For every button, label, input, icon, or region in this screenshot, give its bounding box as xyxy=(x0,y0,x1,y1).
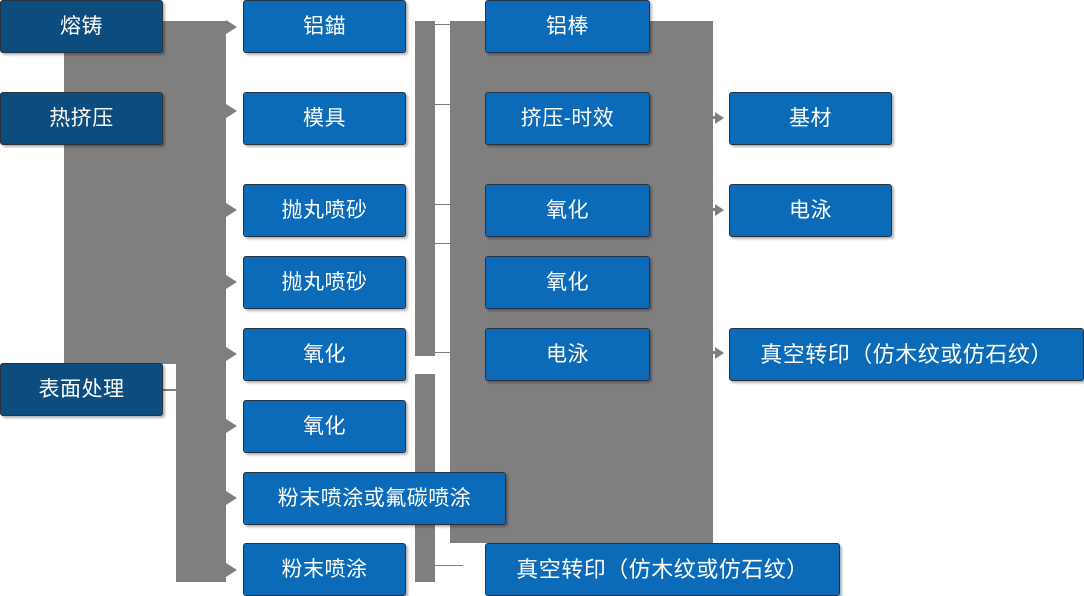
process-box-shot-blasting-1[interactable]: 抛丸喷砂 xyxy=(243,184,406,237)
process-box-label: 铝棒 xyxy=(546,15,589,38)
connector-stage1-to-stage2 xyxy=(68,73,81,83)
product-box-label: 电泳 xyxy=(789,199,832,222)
stage-box-label: 熔铸 xyxy=(60,15,103,38)
process-box-label: 氧化 xyxy=(546,271,589,294)
connector-arrow-c2-7 xyxy=(226,491,237,505)
process-box-oxidation-c2-2[interactable]: 氧化 xyxy=(243,400,406,453)
connector-stage2-to-stage3 xyxy=(68,333,81,343)
stage-box-surface-treatment[interactable]: 表面处理 xyxy=(0,363,163,416)
process-box-oxidation-c3-1[interactable]: 氧化 xyxy=(485,184,650,237)
connector-tick-c3-1 xyxy=(435,24,463,25)
connector-tick-c3-5 xyxy=(435,352,463,353)
process-box-extrusion-aging[interactable]: 挤压-时效 xyxy=(485,92,650,145)
process-box-shot-blasting-2[interactable]: 抛丸喷砂 xyxy=(243,256,406,309)
connector-stem-c4-3 xyxy=(703,351,717,354)
connector-tick-c3-4 xyxy=(435,243,463,244)
product-box-label: 基材 xyxy=(789,107,832,130)
process-box-label: 粉末喷涂 xyxy=(281,558,368,581)
process-box-label: 抛丸喷砂 xyxy=(281,199,368,222)
connector-arrow-c2-8 xyxy=(226,563,237,577)
connector-left-trunk-lower xyxy=(176,364,226,582)
connector-arrow-c4-3 xyxy=(715,347,724,359)
process-box-powder-or-fluorocarbon-coating[interactable]: 粉末喷涂或氟碳喷涂 xyxy=(243,472,506,525)
connector-arrow-c4-2 xyxy=(715,204,724,216)
process-box-oxidation-c2-1[interactable]: 氧化 xyxy=(243,328,406,381)
connector-stem-c4-1 xyxy=(703,116,717,119)
stage-box-hot-extrusion[interactable]: 热挤压 xyxy=(0,92,163,145)
process-box-label: 氧化 xyxy=(546,199,589,222)
process-box-label: 铝錨 xyxy=(303,15,346,38)
process-box-powder-coating[interactable]: 粉末喷涂 xyxy=(243,543,406,596)
connector-arrow-c2-3 xyxy=(226,203,237,217)
process-box-label: 粉末喷涂或氟碳喷涂 xyxy=(277,487,472,510)
connector-arrow-c4-1 xyxy=(715,112,724,124)
stage-box-melting[interactable]: 熔铸 xyxy=(0,0,163,53)
product-box-substrate[interactable]: 基材 xyxy=(729,92,892,145)
process-box-label: 电泳 xyxy=(546,343,589,366)
process-box-aluminium-ingot[interactable]: 铝錨 xyxy=(243,0,406,53)
process-box-mould[interactable]: 模具 xyxy=(243,92,406,145)
product-box-vacuum-transfer-print[interactable]: 真空转印（仿木纹或仿石纹） xyxy=(729,328,1084,381)
connector-tick-c3-6 xyxy=(435,565,463,566)
connector-arrow-c2-5 xyxy=(226,347,237,361)
stage-box-label: 表面处理 xyxy=(38,378,125,401)
process-box-label: 抛丸喷砂 xyxy=(281,271,368,294)
product-box-label: 真空转印（仿木纹或仿石纹） xyxy=(760,341,1053,367)
process-box-label: 模具 xyxy=(303,107,346,130)
connector-left-trunk-upper xyxy=(64,21,226,364)
connector-arrow-c2-1 xyxy=(226,20,237,34)
product-box-electrophoresis[interactable]: 电泳 xyxy=(729,184,892,237)
process-box-label: 氧化 xyxy=(303,343,346,366)
connector-stage3-stub xyxy=(163,389,185,391)
connector-arrow-c2-4 xyxy=(226,275,237,289)
connector-tick-c3-3 xyxy=(435,204,463,205)
connector-tick-c3-2 xyxy=(435,104,463,105)
process-box-aluminium-bar[interactable]: 铝棒 xyxy=(485,0,650,53)
process-box-vacuum-transfer-print-c3[interactable]: 真空转印（仿木纹或仿石纹） xyxy=(485,543,840,596)
process-box-electrophoresis-c3[interactable]: 电泳 xyxy=(485,328,650,381)
process-box-label: 氧化 xyxy=(303,415,346,438)
process-box-oxidation-c3-2[interactable]: 氧化 xyxy=(485,256,650,309)
connector-arrow-c2-2 xyxy=(226,104,237,118)
connector-stem-c4-2 xyxy=(703,208,717,211)
process-box-label: 真空转印（仿木纹或仿石纹） xyxy=(516,556,809,582)
connector-arrow-c2-6 xyxy=(226,419,237,433)
connector-mid-bar-upper xyxy=(415,21,435,356)
stage-box-label: 热挤压 xyxy=(49,107,114,130)
process-box-label: 挤压-时效 xyxy=(520,107,615,130)
